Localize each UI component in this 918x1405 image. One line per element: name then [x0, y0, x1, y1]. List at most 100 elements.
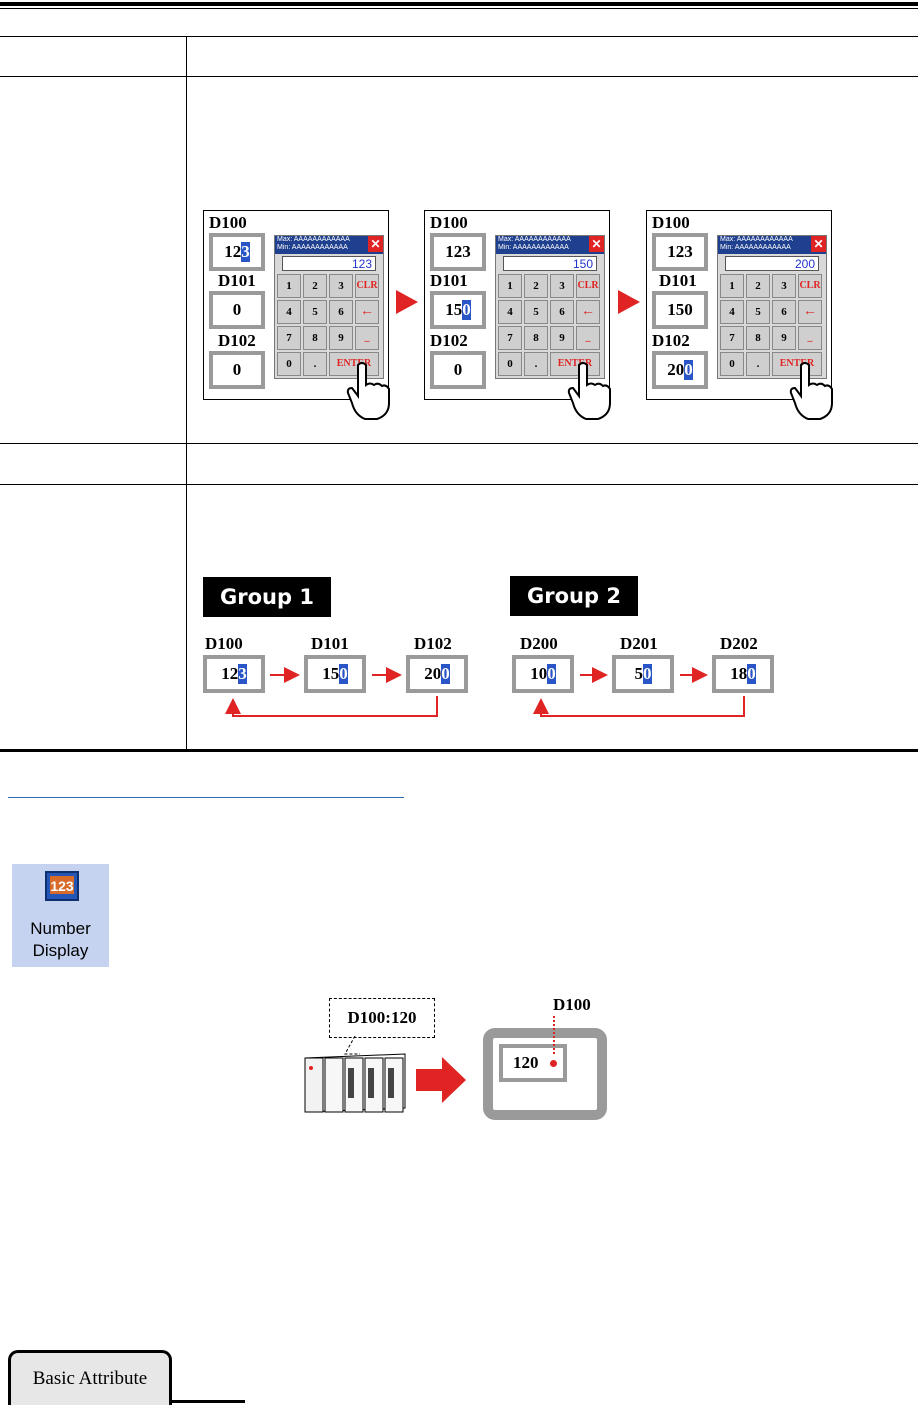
key-4[interactable]: 4 [720, 300, 744, 324]
register-label: D100 [652, 213, 690, 232]
register-label: D102 [218, 331, 256, 350]
key-enter[interactable]: ENTER [772, 352, 822, 376]
tap-hand-icon [567, 362, 611, 420]
key-clear[interactable]: CLR [576, 274, 600, 298]
register-label: D100 [209, 213, 247, 232]
close-icon[interactable]: ✕ [811, 236, 826, 252]
table-rule-4 [0, 484, 918, 485]
tool-label: Number Display [30, 919, 91, 960]
key-1[interactable]: 1 [498, 274, 522, 298]
key-minus[interactable]: _ [355, 326, 379, 350]
key-6[interactable]: 6 [550, 300, 574, 324]
key-4[interactable]: 4 [277, 300, 301, 324]
key-4[interactable]: 4 [498, 300, 522, 324]
key-1[interactable]: 1 [277, 274, 301, 298]
key-3[interactable]: 3 [329, 274, 353, 298]
number-display-icon: 123 [45, 871, 79, 901]
next-arrow-icon [618, 290, 640, 314]
footer-tab-rule [170, 1400, 245, 1403]
key-0[interactable]: 0 [498, 352, 522, 376]
register-label: D102 [430, 331, 468, 350]
register-label: D102 [414, 634, 452, 653]
key-3[interactable]: 3 [772, 274, 796, 298]
key-9[interactable]: 9 [329, 326, 353, 350]
close-icon[interactable]: ✕ [589, 236, 604, 252]
key-decimal[interactable]: . [524, 352, 548, 376]
backspace-icon[interactable]: ← [576, 300, 600, 324]
register-label: D100 [205, 634, 243, 653]
group-cycle-arrows [225, 667, 745, 717]
backspace-icon[interactable]: ← [798, 300, 822, 324]
key-1[interactable]: 1 [720, 274, 744, 298]
register-label: D101 [659, 271, 697, 290]
key-7[interactable]: 7 [277, 326, 301, 350]
backspace-icon[interactable]: ← [355, 300, 379, 324]
key-6[interactable]: 6 [329, 300, 353, 324]
key-5[interactable]: 5 [746, 300, 770, 324]
register-label: D101 [430, 271, 468, 290]
number-display-tool-icon[interactable]: 123 Number Display [12, 864, 109, 967]
key-6[interactable]: 6 [772, 300, 796, 324]
close-icon[interactable]: ✕ [368, 236, 383, 252]
key-0[interactable]: 0 [720, 352, 744, 376]
top-rule-thin [0, 8, 918, 9]
register-d100-field: 123 [430, 233, 486, 271]
svg-text:123: 123 [50, 878, 74, 894]
register-d102-field: 0 [430, 351, 486, 389]
basic-attribute-tab[interactable]: Basic Attribute [8, 1350, 172, 1405]
key-clear[interactable]: CLR [355, 274, 379, 298]
key-2[interactable]: 2 [746, 274, 770, 298]
key-9[interactable]: 9 [550, 326, 574, 350]
key-5[interactable]: 5 [303, 300, 327, 324]
label-leader-line [553, 1016, 555, 1054]
plc-icon [304, 1036, 406, 1113]
anchor-dot [550, 1060, 557, 1067]
group-1-title: Group 1 [203, 577, 331, 617]
key-8[interactable]: 8 [524, 326, 548, 350]
register-label: D101 [311, 634, 349, 653]
key-3[interactable]: 3 [550, 274, 574, 298]
register-d101-field: 0 [209, 291, 265, 329]
table-rule-1 [0, 36, 918, 37]
key-8[interactable]: 8 [303, 326, 327, 350]
screen-register-label: D100 [553, 995, 591, 1014]
key-enter[interactable]: ENTER [329, 352, 379, 376]
key-7[interactable]: 7 [498, 326, 522, 350]
register-label: D201 [620, 634, 658, 653]
key-9[interactable]: 9 [772, 326, 796, 350]
key-8[interactable]: 8 [746, 326, 770, 350]
key-0[interactable]: 0 [277, 352, 301, 376]
key-clear[interactable]: CLR [798, 274, 822, 298]
key-5[interactable]: 5 [524, 300, 548, 324]
key-decimal[interactable]: . [303, 352, 327, 376]
touch-screen: 120 [483, 1028, 607, 1120]
table-rule-2 [0, 76, 918, 77]
key-minus[interactable]: _ [576, 326, 600, 350]
key-2[interactable]: 2 [303, 274, 327, 298]
table-rule-3 [0, 443, 918, 444]
tap-hand-icon [789, 362, 833, 420]
key-decimal[interactable]: . [746, 352, 770, 376]
register-label: D102 [652, 331, 690, 350]
key-7[interactable]: 7 [720, 326, 744, 350]
key-minus[interactable]: _ [798, 326, 822, 350]
key-enter[interactable]: ENTER [550, 352, 600, 376]
keypad-display: 123 [282, 256, 376, 271]
screen-value-field: 120 [499, 1044, 567, 1082]
register-label: D101 [218, 271, 256, 290]
key-2[interactable]: 2 [524, 274, 548, 298]
